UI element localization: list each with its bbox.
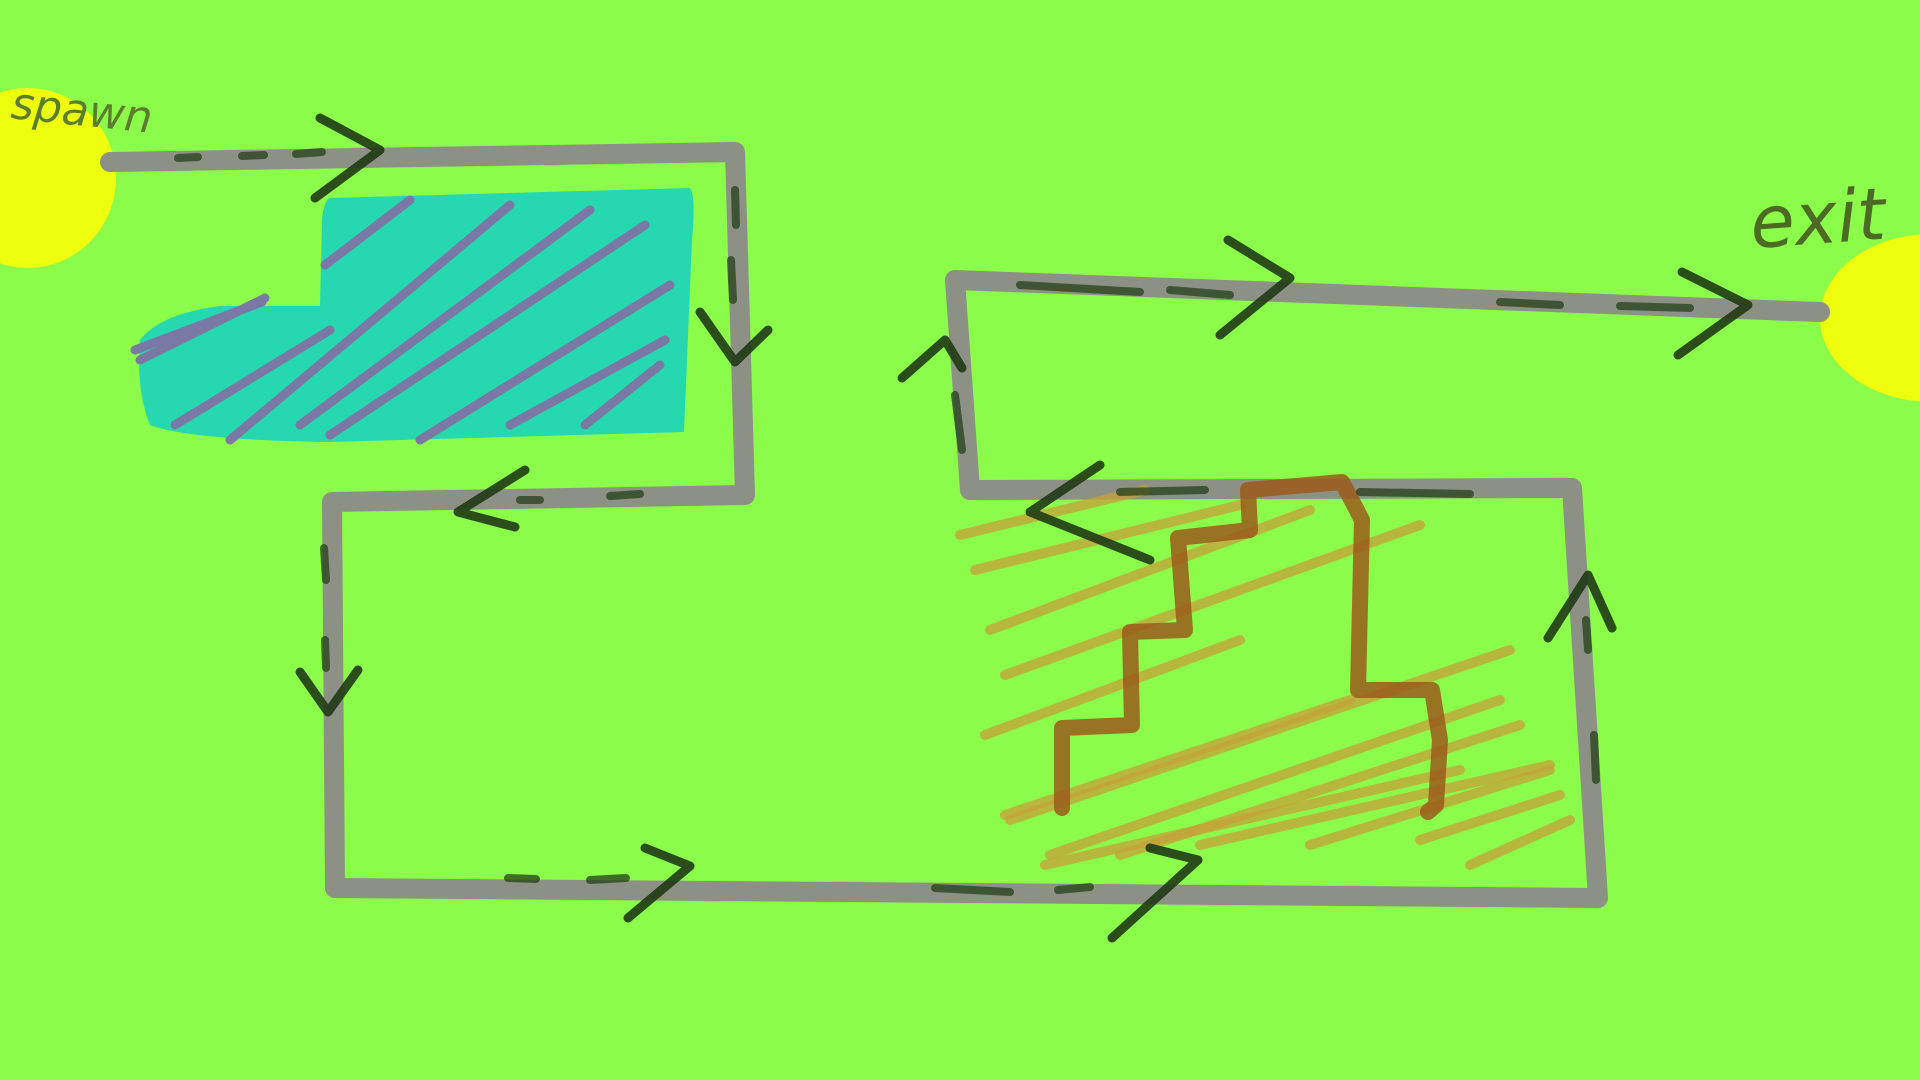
arrow-up-icon <box>1543 570 1617 643</box>
arrow-right-icon <box>310 113 385 203</box>
water-area <box>130 188 694 445</box>
hazard-area <box>955 485 1575 870</box>
exit-zone: exit <box>1747 172 1920 402</box>
direction-arrows <box>295 113 1753 943</box>
wall-line <box>1054 474 1448 820</box>
arrow-left-icon <box>1025 460 1155 565</box>
arrow-left-icon <box>453 465 530 532</box>
spawn-circle <box>0 88 116 268</box>
arrow-down-icon <box>295 665 363 717</box>
arrow-right-icon <box>1673 267 1753 360</box>
water-fill <box>139 188 694 442</box>
exit-label: exit <box>1747 172 1890 265</box>
arrow-down-icon <box>695 307 773 367</box>
arrow-right-icon <box>1107 843 1203 943</box>
arrow-right-icon <box>1215 235 1295 340</box>
exit-circle <box>1820 234 1920 402</box>
arrow-right-icon <box>623 843 695 923</box>
direction-dashes <box>174 148 1694 896</box>
water-hatch <box>130 195 675 445</box>
arrow-up-icon <box>897 335 967 383</box>
spawn-zone: spawn <box>0 78 155 268</box>
zigzag-wall <box>1054 474 1448 820</box>
